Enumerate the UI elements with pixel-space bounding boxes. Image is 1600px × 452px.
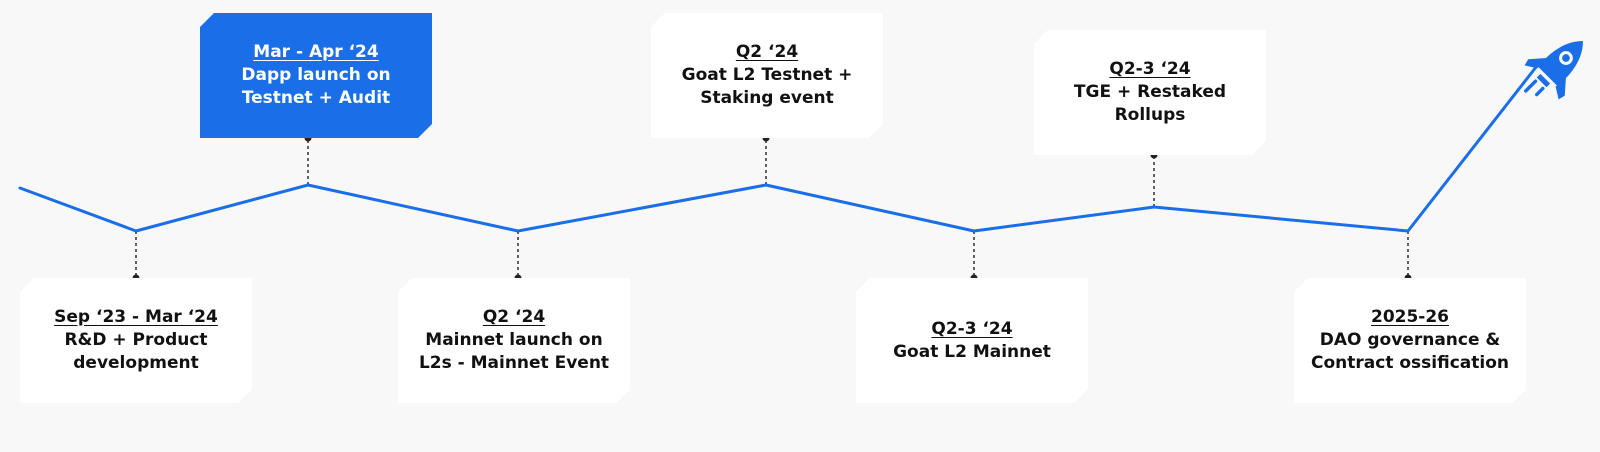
milestone-description: TGE + Restaked Rollups: [1073, 82, 1227, 125]
timeline-line: [18, 60, 1542, 233]
milestone-card-goat-mainnet: Q2-3 ‘24 Goat L2 Mainnet: [856, 278, 1088, 403]
milestone-date: Sep ‘23 - Mar ‘24: [54, 307, 218, 327]
milestone-date: Q2 ‘24: [735, 42, 799, 62]
milestone-description: Dapp launch on Testnet + Audit: [241, 65, 391, 108]
milestone-card-goat-testnet: Q2 ‘24 Goat L2 Testnet + Staking event: [651, 13, 883, 138]
milestone-card-dapp-launch: Mar - Apr ‘24 Dapp launch on Testnet + A…: [200, 13, 432, 138]
milestone-date: 2025-26: [1370, 307, 1450, 327]
milestone-date: Q2-3 ‘24: [1109, 59, 1191, 79]
milestone-description: Mainnet launch on L2s - Mainnet Event: [418, 330, 610, 373]
milestone-date: Mar - Apr ‘24: [253, 42, 379, 62]
milestone-card-dao-governance: 2025-26 DAO governance & Contract ossifi…: [1294, 278, 1526, 403]
milestone-description: DAO governance & Contract ossification: [1311, 330, 1509, 373]
milestone-description: R&D + Product development: [64, 330, 208, 373]
milestone-card-tge: Q2-3 ‘24 TGE + Restaked Rollups: [1034, 30, 1266, 155]
milestone-card-rd: Sep ‘23 - Mar ‘24 R&D + Product developm…: [20, 278, 252, 403]
milestone-date: Q2 ‘24: [482, 307, 546, 327]
milestone-description: Goat L2 Testnet + Staking event: [681, 65, 853, 108]
milestone-card-mainnet-launch: Q2 ‘24 Mainnet launch on L2s - Mainnet E…: [398, 278, 630, 403]
milestone-description: Goat L2 Mainnet: [893, 341, 1051, 362]
rocket-icon: [1524, 41, 1583, 100]
milestone-date: Q2-3 ‘24: [931, 318, 1013, 339]
